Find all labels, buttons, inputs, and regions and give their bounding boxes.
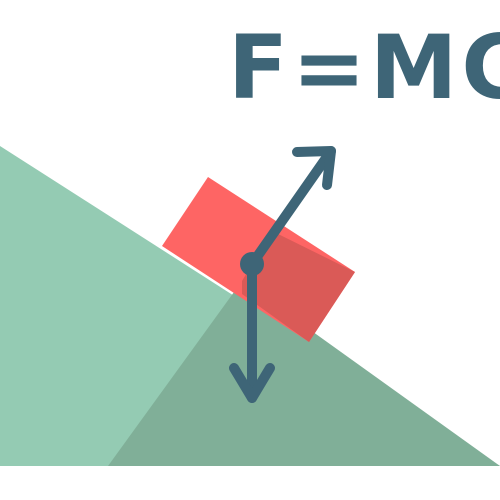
block-shadow: [242, 231, 355, 342]
formula-text: F=MG: [228, 18, 500, 118]
gravity-force-arrow: [229, 259, 275, 403]
center-of-mass-dot: [240, 252, 264, 276]
inclined-plane-shadow: [108, 281, 500, 466]
normal-force-arrow: [247, 146, 336, 269]
